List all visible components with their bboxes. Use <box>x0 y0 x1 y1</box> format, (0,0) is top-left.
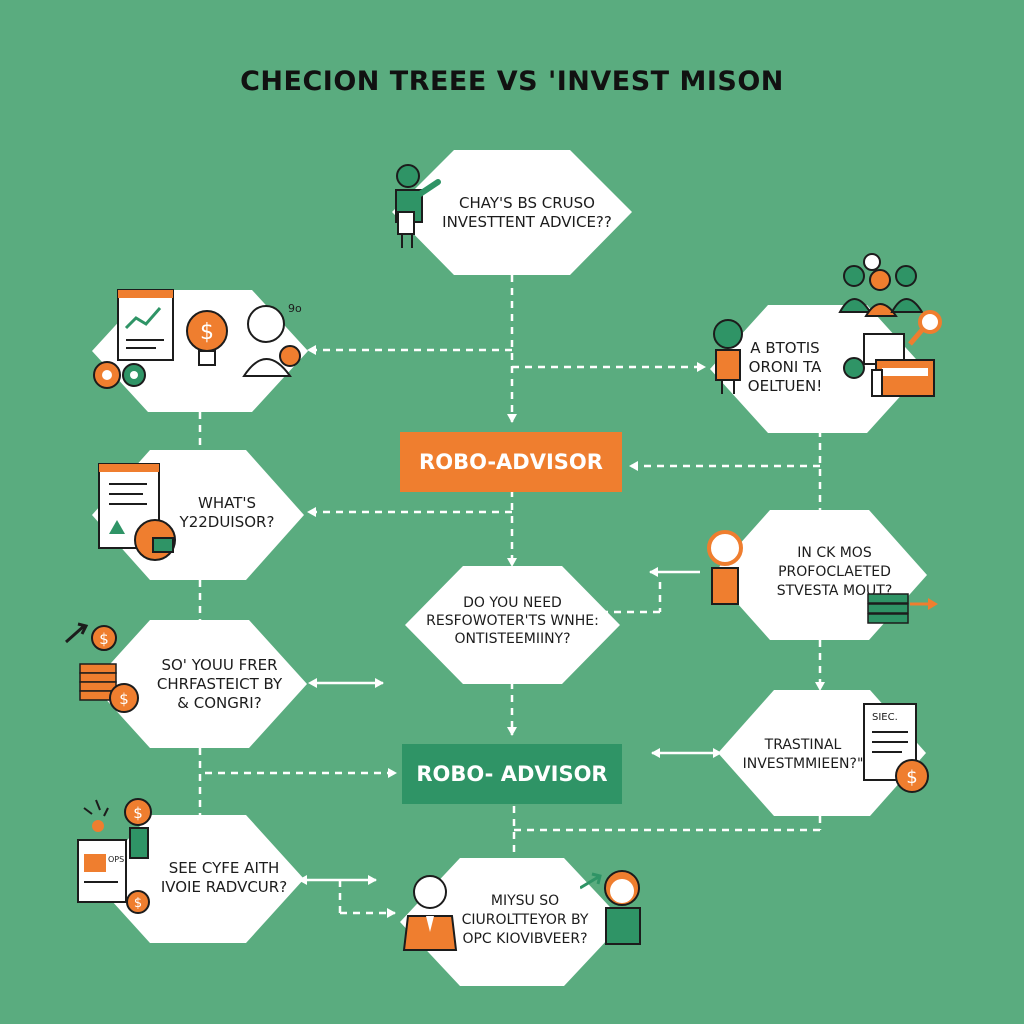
node-right-3-label: TRASTINAL INVESTMMIEEN?" <box>742 737 864 772</box>
person-pointing-icon <box>395 164 441 248</box>
card-dashboard-icon <box>843 333 935 397</box>
svg-text:$: $ <box>200 320 214 345</box>
node-center-question: DO YOU NEED RESFOWOTER'TS WNHE: ONTISTEE… <box>405 566 620 684</box>
chart-document-icon <box>117 289 174 361</box>
node-bottom-label: MIYSU SO CIUROLTTEYOR BY OPC KIOVIBVEER? <box>461 893 589 947</box>
businessman-icon <box>402 875 458 951</box>
woman-icon <box>580 870 641 945</box>
svg-text:OPS: OPS <box>108 855 124 864</box>
gears-icon <box>93 361 146 389</box>
node-left-2-label: WHAT'S Y22DUISOR? <box>179 494 275 531</box>
lightbulb-dollar-icon: $ <box>186 310 228 366</box>
robo-advisor-banner-green: ROBO- ADVISOR <box>402 744 622 804</box>
node-top-label: CHAY'S BS CRUSO INVESTTENT ADVICE?? <box>442 194 612 231</box>
svg-text:9o: 9o <box>288 302 302 315</box>
node-left-3: SO' YOUU FRER CHRFASTEICT BY & CONGRI? <box>92 620 307 748</box>
svg-text:$: $ <box>906 767 917 788</box>
coin-stack-icon: $ $ <box>65 622 139 713</box>
team-icon <box>838 253 924 317</box>
idea-document-icon: OPS $ $ <box>77 798 152 914</box>
node-left-4-label: SEE CYFE AITH IVOIE RADVCUR? <box>160 859 288 896</box>
document-dollar-icon: SIEC. $ <box>863 703 929 793</box>
money-stack-icon <box>867 593 938 624</box>
node-right-2-label: IN CK MOS PROFOCLAETED STVESTA MOUT? <box>776 545 893 599</box>
svg-text:$: $ <box>133 804 143 822</box>
node-right-1-label: A BTOTIS ORONI TA OELTUEN! <box>747 339 823 395</box>
report-document-icon <box>98 463 176 561</box>
node-left-3-label: SO' YOUU FRER CHRFASTEICT BY & CONGRI? <box>156 656 283 712</box>
robot-icon <box>713 319 743 394</box>
node-center-question-label: DO YOU NEED RESFOWOTER'TS WNHE: ONTISTEE… <box>426 595 599 647</box>
robo-advisor-banner-orange: ROBO-ADVISOR <box>400 432 622 492</box>
headset-person-icon <box>707 530 743 605</box>
svg-text:$: $ <box>119 690 129 708</box>
advisor-person-icon: 9o <box>242 302 302 377</box>
node-top-question: CHAY'S BS CRUSO INVESTTENT ADVICE?? <box>392 150 632 275</box>
magnifier-icon <box>908 310 942 346</box>
svg-text:$: $ <box>99 630 109 648</box>
svg-text:SIEC.: SIEC. <box>872 712 898 723</box>
svg-text:$: $ <box>134 896 142 911</box>
node-bottom: MIYSU SO CIUROLTTEYOR BY OPC KIOVIBVEER? <box>400 858 624 986</box>
page-title: CHECION TREEE VS 'INVEST MISON <box>240 66 784 97</box>
